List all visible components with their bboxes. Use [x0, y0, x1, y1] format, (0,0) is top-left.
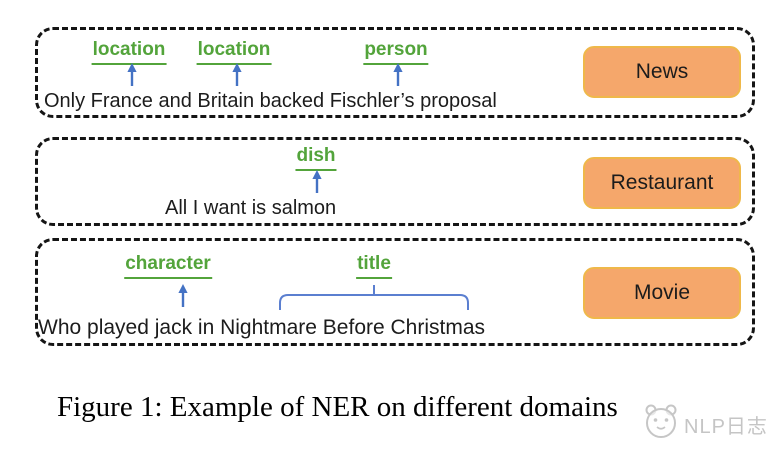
news-sentence: Only France and Britain backed Fischler’…: [44, 90, 497, 112]
entity-label-character: character: [124, 253, 212, 279]
up-arrow-icon: [232, 63, 242, 86]
entity-label-dish: dish: [295, 145, 337, 171]
entity-label-location-2: location: [196, 39, 272, 65]
watermark-mascot-icon: [645, 404, 677, 438]
entity-label-title: title: [356, 253, 392, 279]
figure-caption: Figure 1: Example of NER on different do…: [57, 391, 618, 423]
domain-box-news: location location person Only France and…: [35, 27, 755, 118]
domain-tag-restaurant: Restaurant: [583, 157, 741, 209]
up-arrow-icon: [127, 63, 137, 86]
up-arrow-icon: [178, 284, 188, 307]
domain-box-movie: character title Who played jack in Night…: [35, 238, 755, 346]
watermark-text: NLP日志: [684, 416, 768, 438]
entity-label-person: person: [363, 39, 429, 65]
movie-sentence: Who played jack in Nightmare Before Chri…: [38, 316, 486, 339]
span-brace-icon: [279, 285, 469, 310]
entity-label-location-1: location: [91, 39, 167, 65]
restaurant-sentence: All I want is salmon: [165, 197, 337, 219]
domain-box-restaurant: dish All I want is salmon Restaurant: [35, 137, 755, 226]
domain-tag-movie: Movie: [583, 267, 741, 319]
domain-tag-news: News: [583, 46, 741, 98]
up-arrow-icon: [312, 170, 322, 193]
up-arrow-icon: [393, 63, 403, 86]
